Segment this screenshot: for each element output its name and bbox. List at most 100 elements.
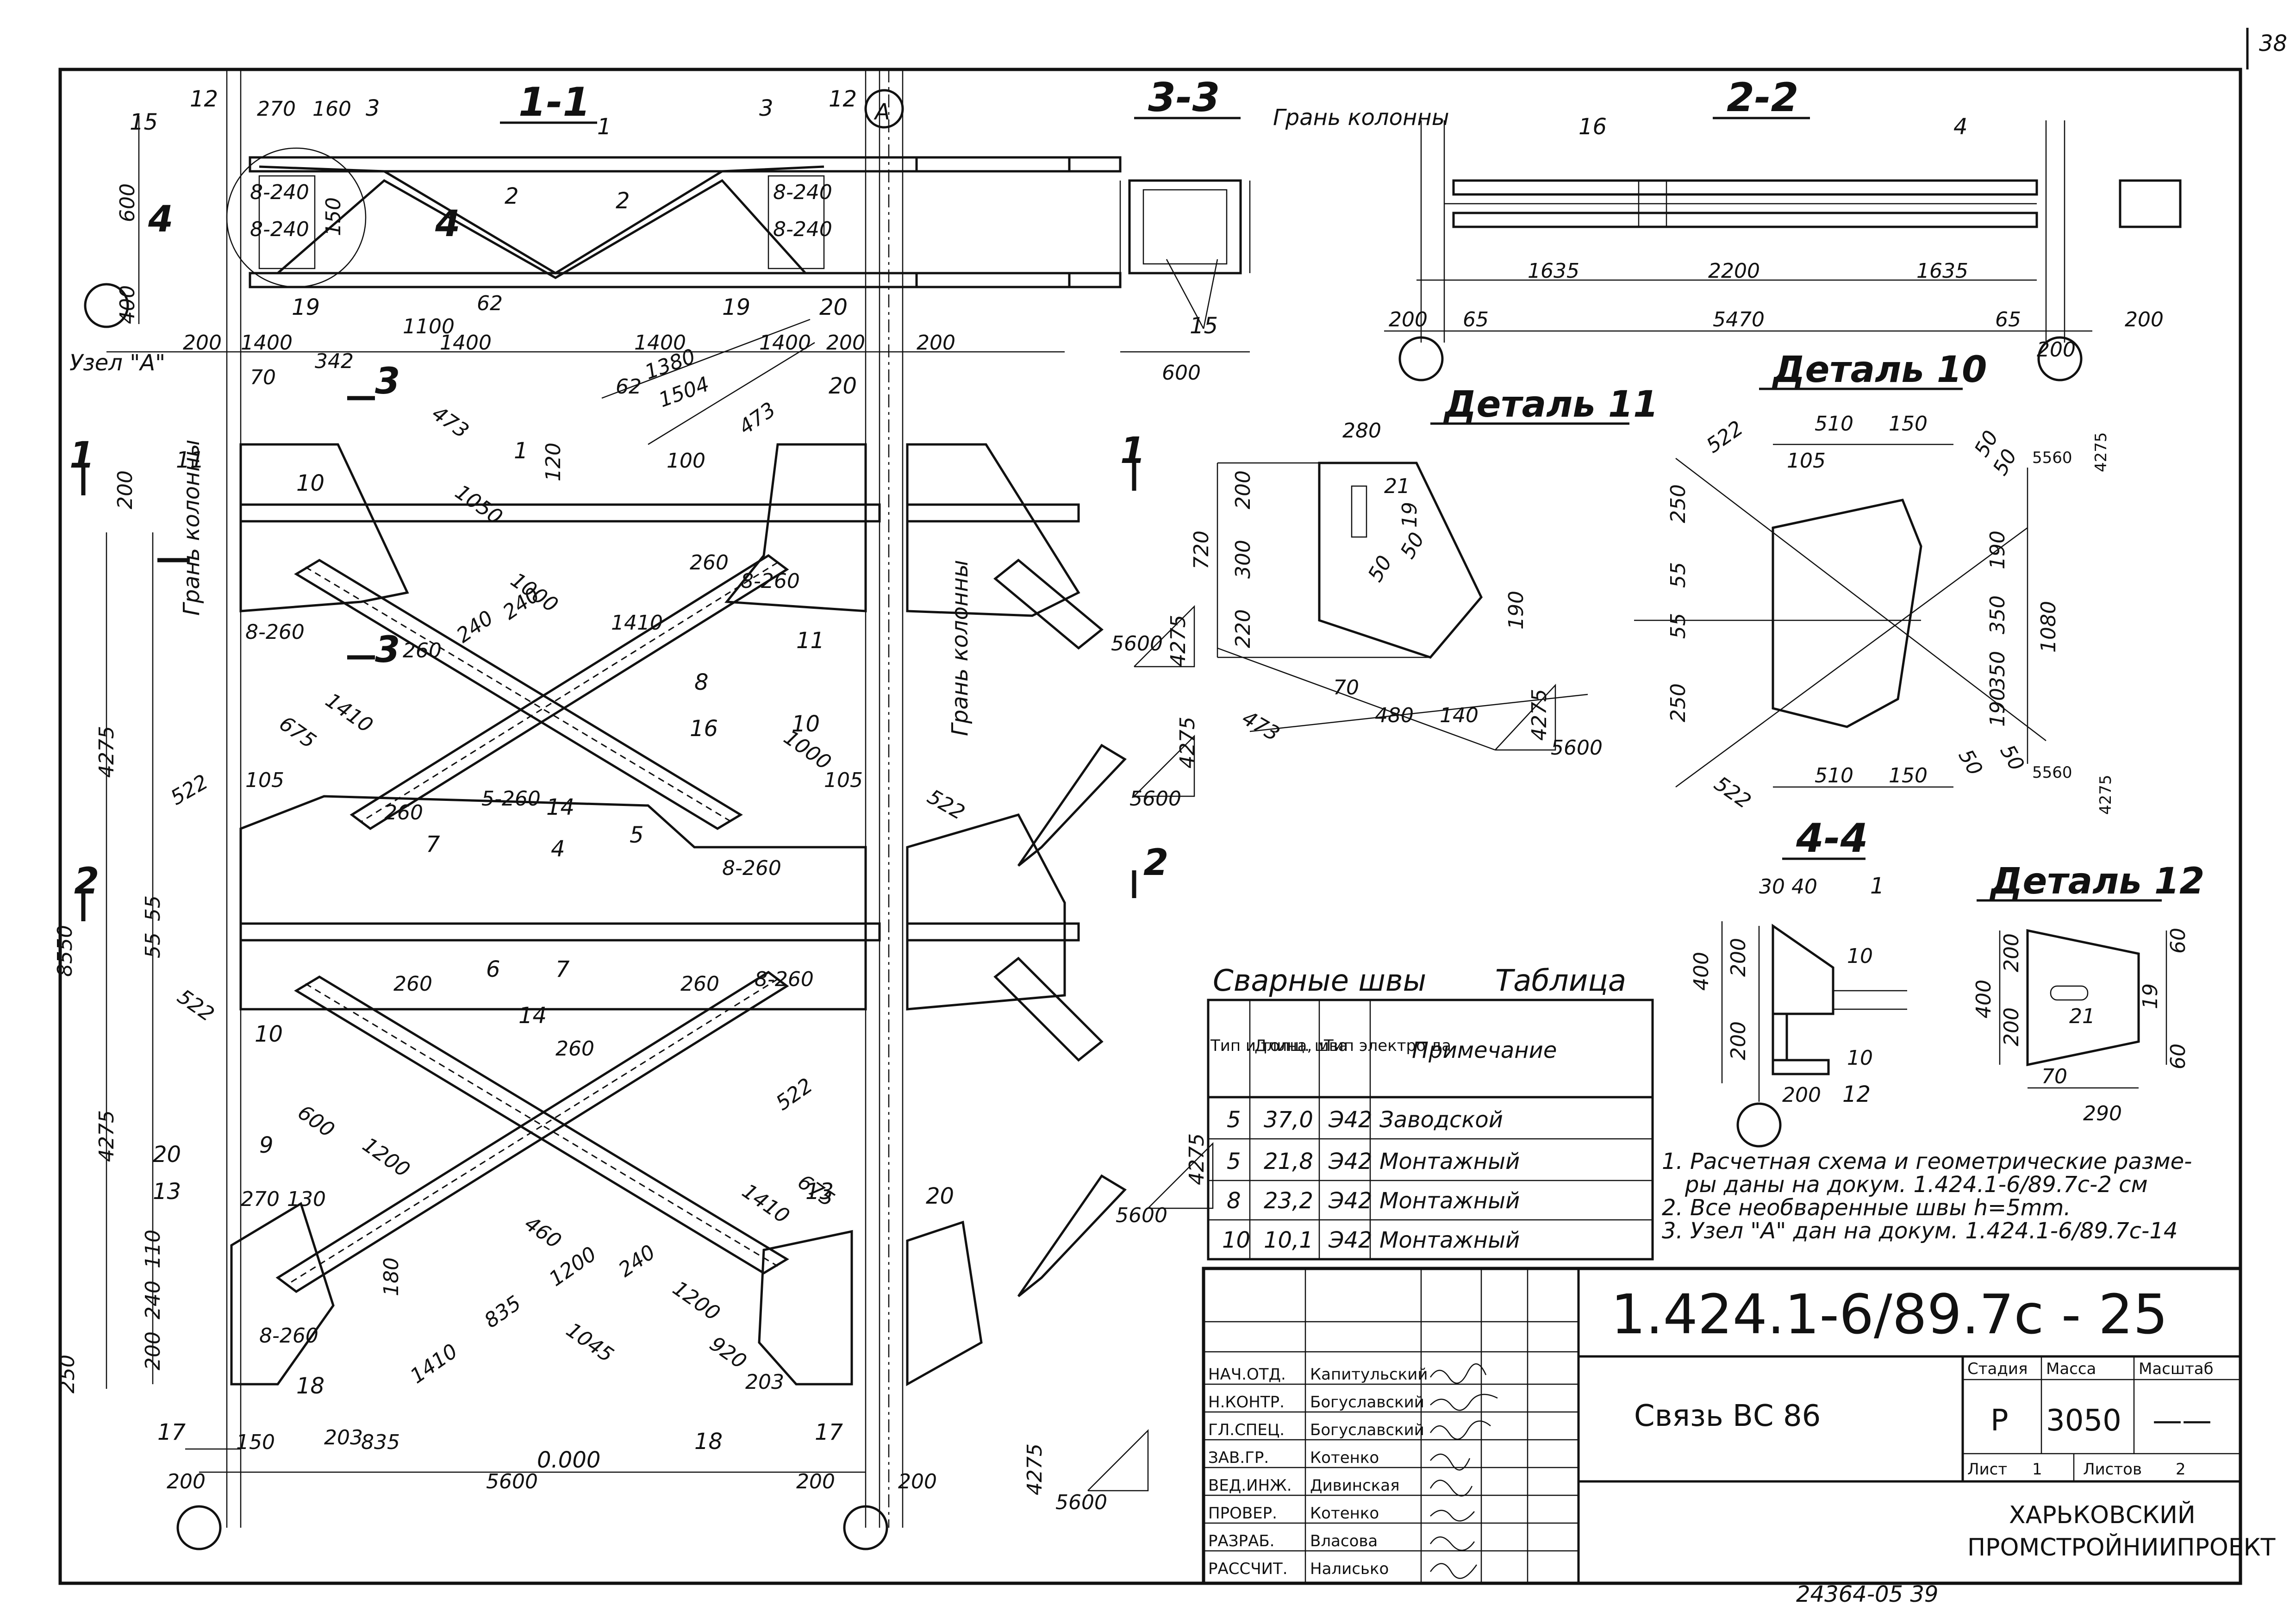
weld-8-240-a: 8-240 — [250, 181, 309, 204]
weld-electrode: Э42 — [1328, 1227, 1373, 1253]
detail-12-label: Деталь 12 — [1989, 861, 2204, 902]
dim-4275-d: 4275 — [1176, 717, 1199, 768]
axis-letter: А — [873, 99, 890, 125]
dim-200-44a: 200 — [1727, 938, 1750, 977]
dim-180: 180 — [380, 1257, 403, 1296]
dim-4275-e: 4275 — [1185, 1133, 1209, 1185]
dim-250-10a: 250 — [1666, 484, 1690, 523]
mark-13-a: 13 — [153, 1179, 181, 1205]
dim-522-d: 522 — [772, 1074, 817, 1115]
dim-200-12a: 200 — [2000, 933, 2023, 972]
mark-19-a: 19 — [292, 294, 320, 320]
weld-length: 23,2 — [1264, 1188, 1313, 1214]
dim-5600-11: 5600 — [1551, 736, 1603, 760]
dim-290: 290 — [2083, 1102, 2122, 1125]
dim-55-b: 55 — [141, 932, 165, 958]
dim-70: 70 — [250, 366, 276, 389]
weld-table-title: Сварные швы — [1213, 964, 1426, 998]
dim-1200-c: 1200 — [668, 1276, 724, 1325]
dim-4275-10a: 4275 — [2092, 432, 2110, 472]
dim-220: 220 — [1231, 609, 1255, 648]
dim-200-44b: 200 — [1727, 1021, 1750, 1060]
organization-line-2: ПРОМСТРОЙНИИПРОЕКТ — [1967, 1533, 2276, 1562]
mark-7-b: 7 — [426, 831, 440, 857]
weld-row: 10 10,1 Э42 Монтажный — [1222, 1227, 1520, 1253]
staff-role: РАССЧИТ. — [1208, 1560, 1288, 1578]
footer-number: 24364-05 39 — [1796, 1581, 1938, 1607]
dim-522-10a: 522 — [1702, 416, 1747, 458]
dim-300: 300 — [1231, 540, 1255, 579]
dim-10-a: 10 — [1847, 944, 1873, 968]
weld-row: 5 21,8 Э42 Монтажный — [1227, 1149, 1520, 1174]
dim-342: 342 — [315, 350, 354, 373]
weld-8-240-b: 8-240 — [250, 218, 309, 241]
mark-17-a: 17 — [157, 1419, 186, 1445]
column-face-left: Грань колонны — [179, 439, 205, 616]
dim-5600-b: 5600 — [1129, 787, 1181, 811]
weld-type: 8 — [1227, 1188, 1241, 1214]
dim-4275-f: 4275 — [1023, 1443, 1047, 1495]
weld-header-electrode: Тип электро да — [1323, 1037, 1451, 1055]
dim-473-b: 473 — [735, 398, 780, 439]
mark-2-a: 2 — [505, 183, 519, 209]
dim-100: 100 — [667, 449, 705, 473]
weld-electrode: Э42 — [1328, 1188, 1373, 1214]
mark-10-c: 10 — [255, 1021, 283, 1047]
dim-5470: 5470 — [1713, 308, 1765, 331]
sheet-number-corner: 38 — [2259, 31, 2287, 56]
dim-105-a: 105 — [245, 768, 284, 792]
weld-8-260-c: 8-260 — [722, 856, 781, 880]
mark-10-b: 10 — [792, 711, 820, 737]
dim-1410-a: 1410 — [321, 688, 377, 737]
staff-role: НАЧ.ОТД. — [1208, 1365, 1286, 1384]
mark-12-b: 12 — [829, 86, 857, 112]
dim-400: 400 — [116, 285, 139, 324]
staff-name: Дивинская — [1310, 1476, 1400, 1495]
node-a-label: Узел "А" — [69, 350, 165, 376]
dim-835-b: 835 — [361, 1430, 400, 1454]
dim-250-10b: 250 — [1666, 683, 1690, 722]
dim-270: 270 — [257, 97, 296, 121]
dim-200-22a: 200 — [1389, 308, 1428, 331]
weld-8-240-d: 8-240 — [773, 218, 832, 241]
stage-value: Р — [1990, 1404, 2009, 1438]
note-line: ры даны на докум. 1.424.1-6/89.7с-2 см — [1685, 1172, 2148, 1198]
mark-14-a: 14 — [546, 794, 574, 820]
mark-20-d: 20 — [819, 294, 848, 320]
staff-role: РАЗРАБ. — [1208, 1532, 1274, 1550]
weld-header-type: Тип и толщ. шва — [1210, 1037, 1348, 1055]
mark-15-b: 15 — [1190, 313, 1218, 339]
staff-role: ЗАВ.ГР. — [1208, 1449, 1269, 1467]
mark-1-strut: 1 — [514, 438, 528, 464]
sheets-value: 2 — [2176, 1460, 2186, 1479]
weld-row: 5 37,0 Э42 Заводской — [1227, 1107, 1503, 1133]
staff-role: Н.КОНТР. — [1208, 1393, 1285, 1412]
mark-18-a: 18 — [296, 1373, 324, 1399]
dim-200-44c: 200 — [1782, 1083, 1821, 1107]
dim-260-c: 260 — [384, 801, 423, 824]
dim-150-b: 150 — [236, 1430, 275, 1454]
detail-12 — [1999, 929, 2167, 1089]
mark-11-b: 11 — [796, 628, 824, 654]
sheet-label: Лист — [1967, 1460, 2007, 1479]
detail-11-label: Деталь 11 — [1443, 384, 1658, 425]
weld-note: Монтажный — [1379, 1149, 1520, 1174]
staff-name: Богуславский — [1310, 1421, 1424, 1439]
dim-21-12: 21 — [2069, 1005, 2095, 1028]
column-face-33: Грань колонны — [1273, 105, 1449, 131]
dim-200-b: 200 — [826, 331, 865, 355]
dim-40: 40 — [1791, 875, 1817, 899]
mass-label: Масса — [2046, 1360, 2096, 1378]
dim-280: 280 — [1342, 419, 1381, 443]
dim-200-22b: 200 — [2037, 338, 2076, 362]
mark-2-b: 2 — [616, 188, 630, 214]
dim-150: 150 — [322, 197, 345, 236]
note-line: 1. Расчетная схема и геометрические разм… — [1662, 1149, 2192, 1174]
dim-62-b: 62 — [616, 375, 642, 399]
mark-5: 5 — [630, 822, 644, 848]
dim-62: 62 — [477, 292, 503, 315]
section-4-4-label: 4-4 — [1796, 815, 1868, 862]
staff-role: ПРОВЕР. — [1208, 1504, 1277, 1523]
dim-1635-b: 1635 — [1916, 259, 1968, 283]
weld-type: 10 — [1222, 1227, 1250, 1253]
